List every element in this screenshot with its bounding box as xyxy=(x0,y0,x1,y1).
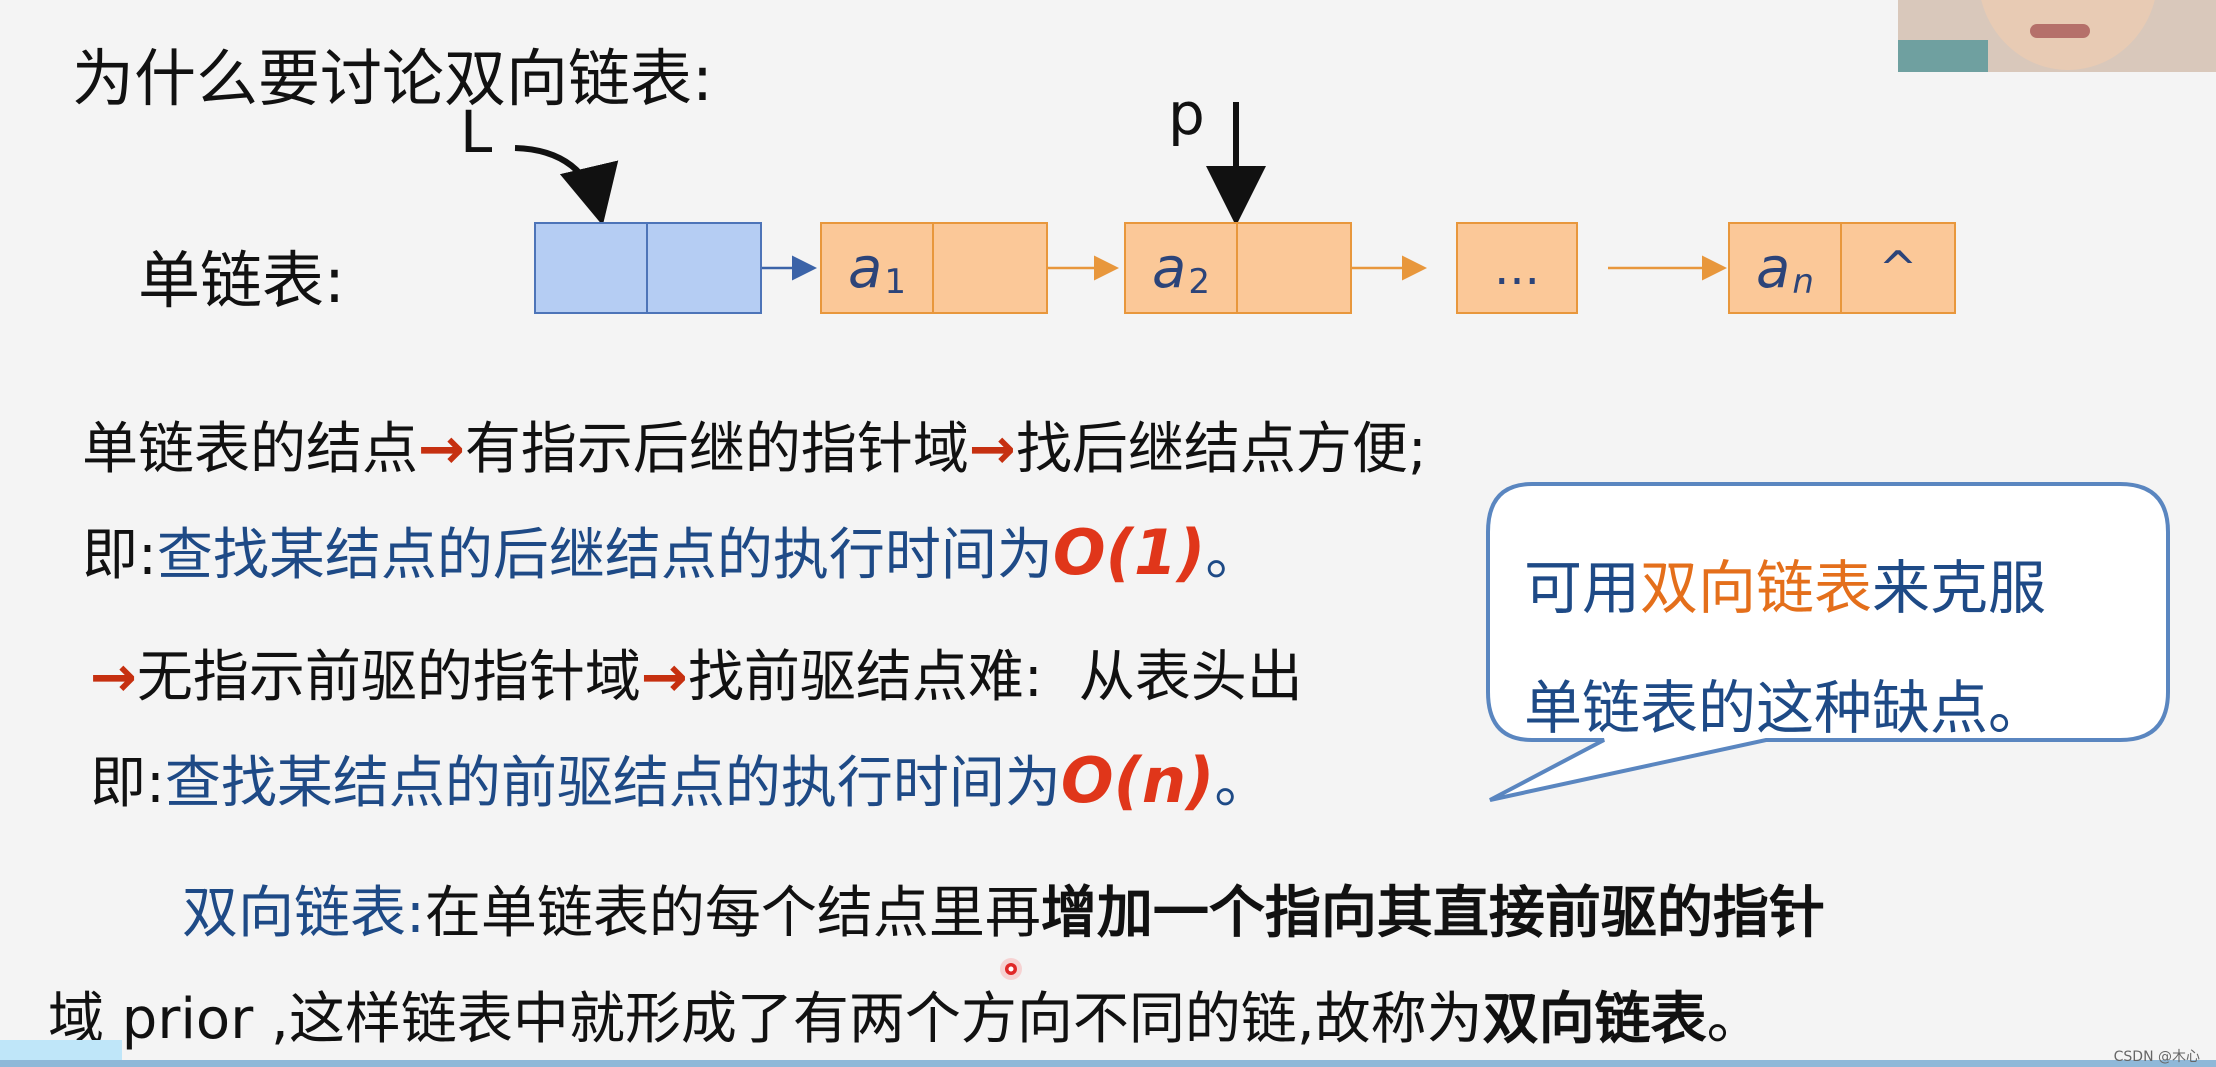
callout-bubble xyxy=(1486,482,2170,802)
p-pointer-label: p xyxy=(1168,80,1205,148)
node-a1-pointer xyxy=(934,222,1048,314)
node-ellipsis-cell: ... xyxy=(1456,222,1578,314)
definition-line-1: 双向链表:在单链表的每个结点里再增加一个指向其直接前驱的指针 xyxy=(182,881,1825,946)
webcam-overlay xyxy=(1898,0,2216,72)
head-curved-arrow xyxy=(514,145,619,226)
red-arrow-icon: → xyxy=(418,417,465,482)
node-ellipsis: ... xyxy=(1456,222,1578,314)
laser-pointer-icon xyxy=(1000,958,1022,980)
red-arrow-icon: → xyxy=(640,645,688,710)
definition-term: 双向链表: xyxy=(182,881,425,946)
head-node xyxy=(534,222,762,314)
bottom-bar xyxy=(0,1060,2216,1067)
successor-time-line: 即:查找某结点的后继结点的执行时间为O(1)。 xyxy=(82,516,1262,589)
definition-line-2: 域 prior ,这样链表中就形成了有两个方向不同的链,故称为双向链表。 xyxy=(48,987,1763,1052)
successor-line: 单链表的结点→有指示后继的指针域→找后继结点方便; xyxy=(82,417,1427,482)
progress-indicator xyxy=(0,1040,122,1060)
watermark: CSDN @木心 xyxy=(2113,1049,2200,1065)
head-node-pointer-cell xyxy=(648,222,762,314)
callout-text: 可用双向链表来克服 单链表的这种缺点。 xyxy=(1524,554,2047,742)
slide-title: 为什么要讨论双向链表: xyxy=(72,42,713,115)
red-arrow-icon: → xyxy=(90,645,137,710)
complexity-on: O(n) xyxy=(1060,744,1215,817)
predecessor-line: →无指示前驱的指针域→找前驱结点难:从表头出 xyxy=(90,645,1303,710)
node-a2-pointer xyxy=(1238,222,1352,314)
head-node-data-cell xyxy=(534,222,648,314)
complexity-o1: O(1) xyxy=(1052,516,1206,589)
linked-list-arrows xyxy=(514,102,1727,281)
head-pointer-label: L xyxy=(460,98,493,166)
singly-linked-list-label: 单链表: xyxy=(138,244,345,317)
predecessor-time-line: 即:查找某结点的前驱结点的执行时间为O(n)。 xyxy=(90,744,1271,817)
red-arrow-icon: → xyxy=(968,417,1016,482)
node-an-null-pointer: ^ xyxy=(1842,222,1956,314)
